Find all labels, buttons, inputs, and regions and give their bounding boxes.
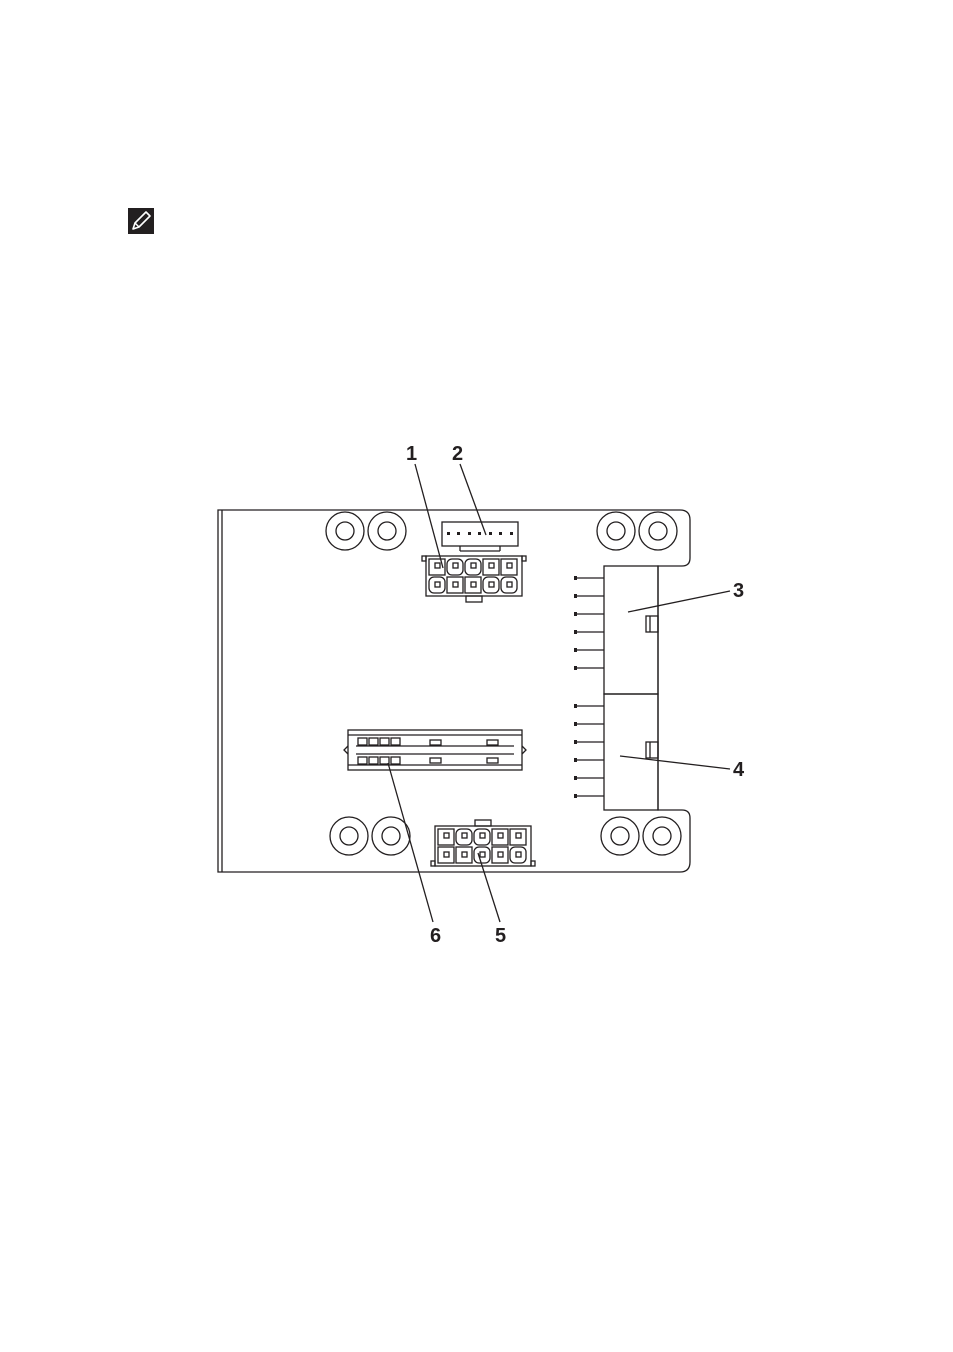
- mounting-hole: [330, 817, 368, 855]
- callout-3: 3: [733, 580, 744, 602]
- leader-line-4: [620, 756, 730, 769]
- callout-1: 1: [406, 443, 417, 465]
- callout-4: 4: [733, 759, 745, 781]
- mounting-hole: [326, 512, 364, 550]
- board-outline: [218, 510, 690, 872]
- callout-2: 2: [452, 443, 463, 465]
- mounting-hole: [368, 512, 406, 550]
- mounting-hole: [601, 817, 639, 855]
- mounting-hole: [643, 817, 681, 855]
- connector-2-header: [442, 522, 518, 551]
- leader-line-2: [460, 464, 486, 535]
- connector-4-header: [576, 694, 658, 810]
- leader-line-3: [628, 591, 730, 612]
- connector-3-header: [576, 566, 658, 694]
- leader-line-1: [415, 464, 443, 568]
- connector-5-power: [431, 820, 535, 866]
- mounting-hole: [597, 512, 635, 550]
- connector-6-slot: [344, 730, 526, 770]
- callout-6: 6: [430, 925, 441, 947]
- connector-1-power: [422, 556, 526, 602]
- leader-line-6: [388, 763, 433, 922]
- mounting-hole: [639, 512, 677, 550]
- callout-5: 5: [495, 925, 506, 947]
